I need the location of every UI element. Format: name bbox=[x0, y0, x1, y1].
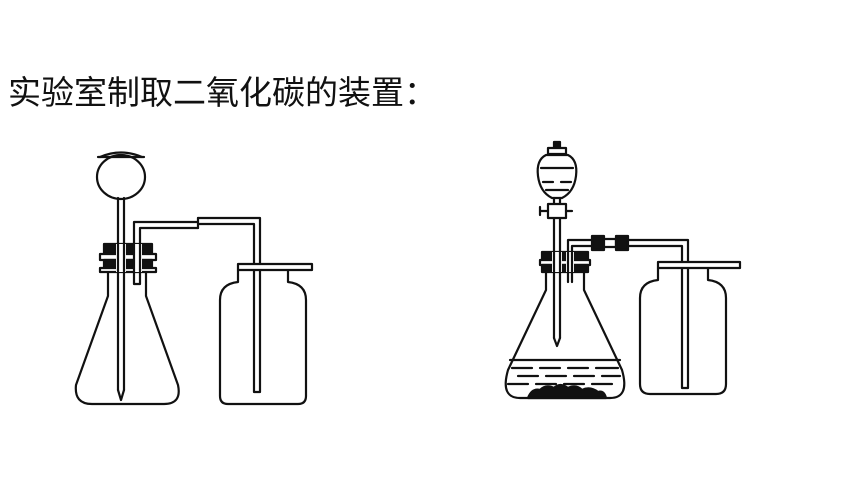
page-title: 实验室制取二氧化碳的装置： bbox=[8, 73, 437, 112]
left-rubber-stopper bbox=[98, 242, 158, 274]
rubber-tube-connector bbox=[590, 234, 630, 252]
thistle-funnel bbox=[95, 151, 147, 402]
separatory-funnel bbox=[536, 140, 578, 348]
left-conical-flask bbox=[74, 263, 180, 406]
right-conical-flask bbox=[504, 266, 626, 400]
liquid bbox=[506, 358, 622, 386]
right-gas-bottle bbox=[638, 260, 742, 396]
left-setup bbox=[74, 151, 314, 406]
left-gas-bottle bbox=[218, 262, 314, 406]
solid-reactant bbox=[526, 383, 608, 400]
right-rubber-stopper bbox=[538, 250, 592, 274]
left-delivery-tube bbox=[132, 216, 262, 394]
right-delivery-tube bbox=[566, 238, 690, 390]
right-setup bbox=[504, 140, 742, 400]
stopcock bbox=[538, 202, 574, 220]
